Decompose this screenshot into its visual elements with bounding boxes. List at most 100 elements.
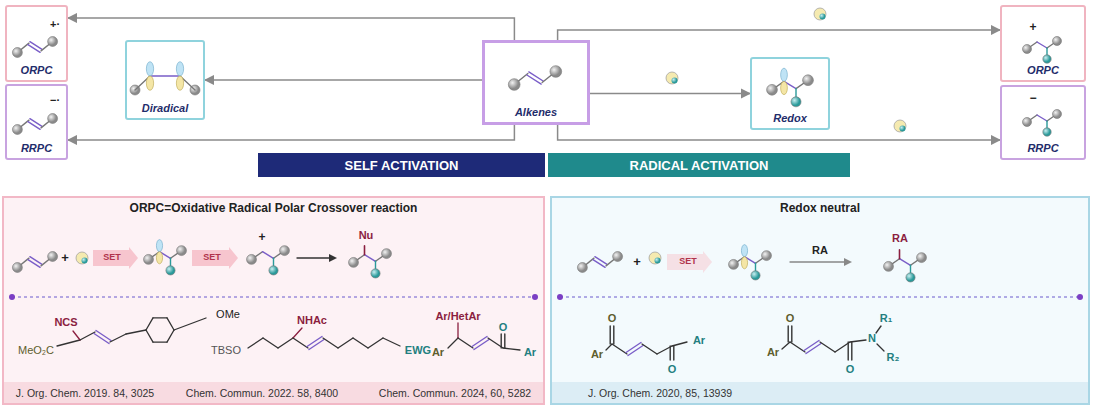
connector [68, 125, 514, 140]
radical-icon [76, 252, 88, 264]
node-label: RRPC [1027, 142, 1058, 154]
double-bond [472, 337, 487, 347]
chemical-label: Ar [524, 346, 536, 358]
substituent-ball [1053, 110, 1062, 119]
mechanism-box: Redox [750, 57, 830, 130]
double-bond [613, 326, 614, 344]
bond [146, 318, 153, 330]
mechanism-box: Diradical [125, 40, 205, 120]
chemical-label: O [608, 312, 617, 324]
divider-dot [532, 294, 538, 300]
node-label: Redox [773, 112, 807, 124]
substituent-ball [12, 263, 22, 273]
substituent-ball [48, 252, 58, 262]
double-bond [96, 331, 111, 341]
p-orbital [176, 62, 183, 76]
substituent-ball [48, 114, 58, 124]
substituent-ball [577, 263, 587, 273]
bond [153, 317, 167, 318]
double-bond [28, 122, 40, 130]
bond [150, 75, 180, 76]
double-bond [791, 326, 792, 342]
bond [146, 330, 153, 342]
double-bond [673, 346, 674, 360]
p-orbital [146, 62, 153, 76]
node-label: Redox neutral [780, 201, 860, 215]
double-bond [851, 342, 852, 360]
bond [57, 340, 80, 346]
substituent-ball [1023, 45, 1032, 54]
bond [368, 338, 383, 348]
substituent-ball [1053, 37, 1062, 46]
double-bond [848, 342, 849, 360]
reference-strip [552, 382, 1088, 403]
arrowhead [844, 258, 852, 266]
node-label: Alkenes [515, 106, 557, 118]
substrate-box: Alkenes [482, 40, 590, 125]
chemical-label: O [668, 363, 677, 375]
connector [68, 18, 514, 40]
substituent-ball [906, 273, 915, 282]
double-bond [804, 341, 819, 351]
node-label: Diradical [142, 102, 188, 114]
mechanism-box: RRPC [1000, 85, 1086, 160]
bond [263, 338, 278, 348]
p-orbital [781, 68, 788, 81]
double-bond [307, 337, 322, 347]
bond [503, 348, 520, 350]
chemical-label: NHAc [297, 314, 327, 326]
chemical-label: SET [679, 257, 697, 267]
bond [338, 338, 353, 348]
chemical-label: + [61, 251, 69, 265]
bond [457, 323, 458, 338]
substituent-ball [166, 266, 175, 275]
chemical-label: Ar [767, 346, 779, 358]
reference: Chem. Commun. 2022. 58, 8400 [186, 388, 338, 400]
bond [458, 338, 473, 348]
double-bond [501, 334, 502, 348]
substituent-ball [762, 251, 772, 261]
chemical-label: EWG [405, 344, 431, 356]
bond [293, 328, 302, 338]
bond [263, 252, 274, 259]
double-bond [593, 260, 605, 268]
arrowhead [329, 254, 337, 262]
divider-dot [9, 294, 15, 300]
bond [672, 342, 687, 346]
radical-icon [655, 258, 661, 264]
substituent-ball [12, 125, 22, 135]
panel-ground [550, 196, 1090, 405]
double-bond [610, 326, 611, 344]
nucleophile-bond [899, 250, 901, 259]
chemical-label: OMe [216, 308, 240, 320]
reaction-arrow [790, 261, 846, 262]
substituent-ball [803, 75, 814, 86]
chemical-label: − [1029, 92, 1036, 105]
connector [590, 93, 750, 95]
radical-icon [649, 252, 661, 264]
double-bond [28, 45, 40, 53]
substituent-ball [371, 269, 380, 278]
reference: Chem. Commun. 2024, 60, 5282 [379, 388, 531, 400]
reaction-arrow [297, 257, 331, 258]
chemical-label: + [258, 231, 265, 244]
reference: J. Org. Chem. 2020, 85, 13939 [588, 388, 732, 400]
bond [877, 344, 884, 351]
bond [642, 344, 657, 354]
bond [606, 344, 612, 350]
bond [167, 330, 174, 342]
chemical-label: RA [892, 232, 908, 244]
bond [153, 341, 167, 342]
mechanism-box: ORPC [1000, 5, 1086, 82]
chemical-label: MeO₂C [18, 344, 54, 356]
chemical-label: O [786, 312, 795, 324]
bond [383, 338, 400, 346]
chemical-label: RA [812, 244, 828, 256]
substituent-ball [144, 254, 154, 264]
bond [900, 259, 911, 266]
substituent-ball [767, 84, 778, 95]
substituent-ball [280, 246, 290, 256]
bond [248, 338, 263, 348]
double-bond [788, 326, 789, 342]
category-bar: SELF ACTIVATION [258, 153, 545, 177]
